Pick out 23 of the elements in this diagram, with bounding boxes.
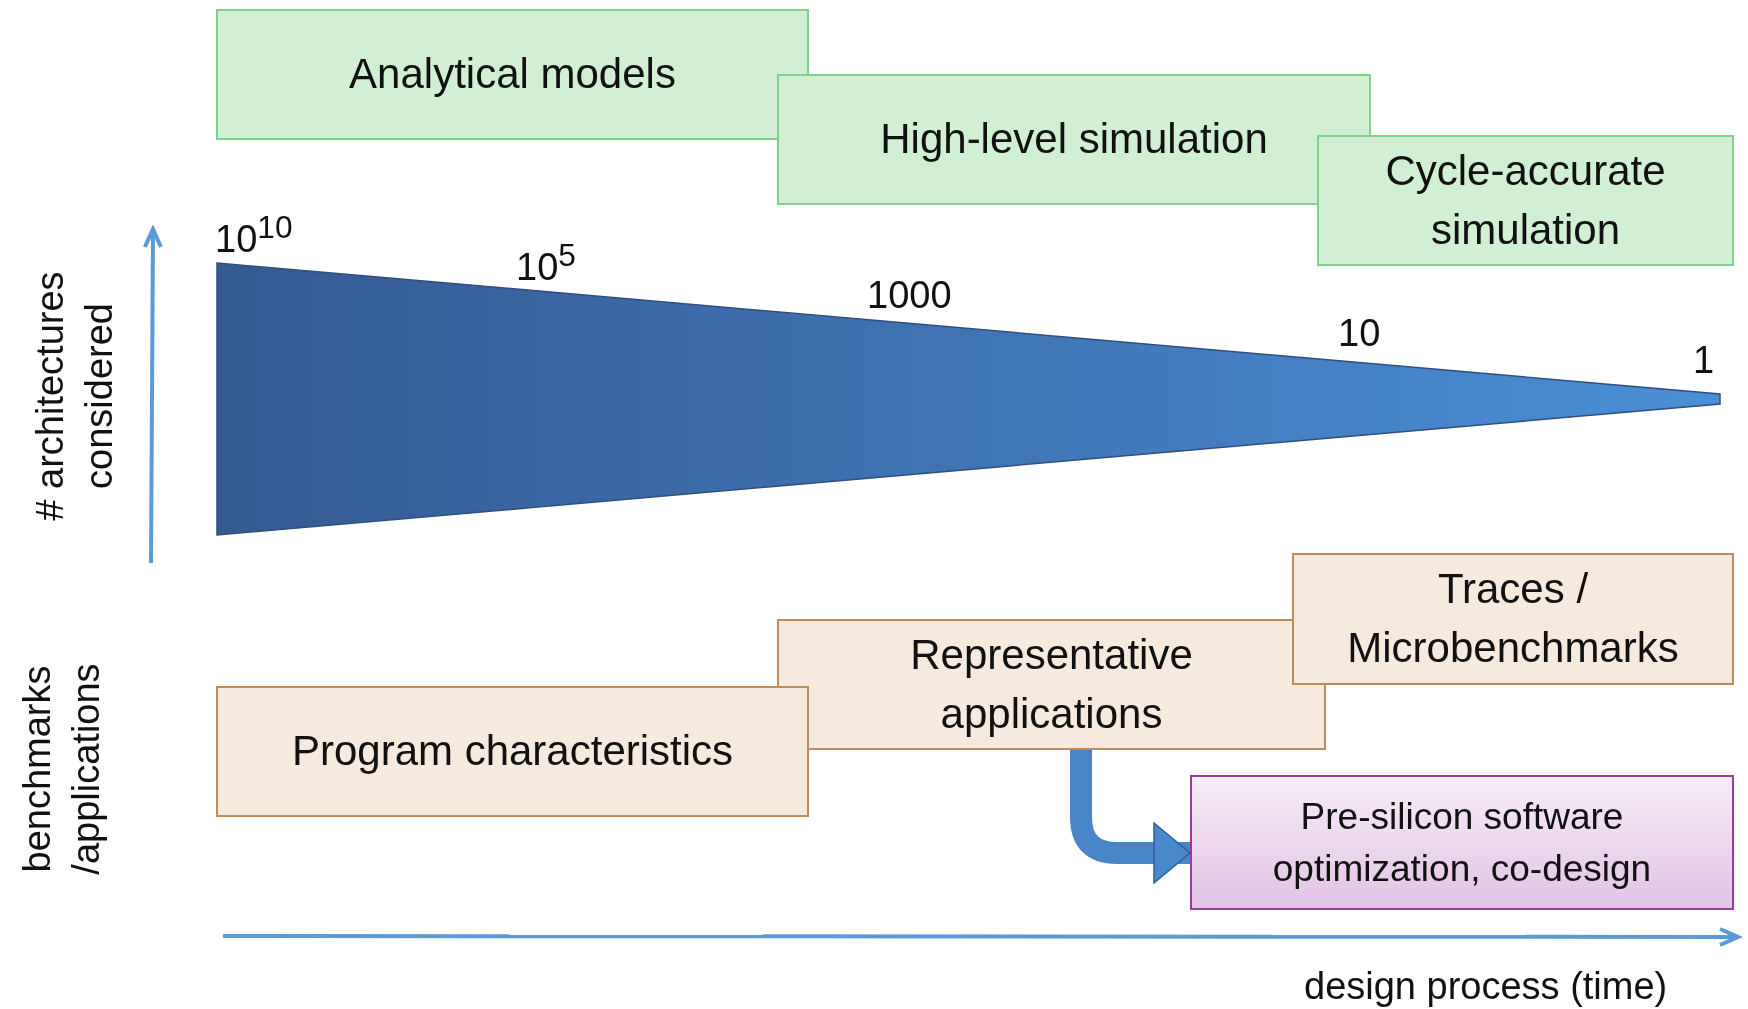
count-label: 1 — [1693, 340, 1715, 382]
count-label: 10$^{5}$ — [516, 238, 576, 289]
process-box — [777, 74, 1371, 205]
process-box — [216, 9, 809, 140]
axis-label: # architectures considered — [27, 270, 121, 523]
box-label: Program characteristics — [290, 726, 735, 777]
process-box — [777, 619, 1326, 750]
box-label: Representative applications — [909, 629, 1194, 739]
axis-label: benchmarks /applications — [14, 662, 108, 877]
box-label: Analytical models — [348, 49, 677, 100]
box-label: Traces / Microbenchmarks — [1346, 564, 1680, 673]
process-box — [1317, 135, 1734, 266]
process-box — [1190, 775, 1734, 910]
box-label: High-level simulation — [879, 114, 1269, 165]
box-label: Pre-silicon software optimization, co-design — [1271, 794, 1653, 891]
box-label: Cycle-accurate simulation — [1384, 145, 1667, 255]
process-box — [1292, 553, 1734, 685]
process-box — [216, 686, 809, 817]
count-label: 1000 — [867, 275, 952, 317]
count-label: 10$^{10}$ — [215, 210, 293, 261]
curved-arrow — [1070, 750, 1191, 884]
count-label: 10 — [1338, 313, 1381, 355]
axis-label: design process (time) — [1304, 966, 1668, 1008]
